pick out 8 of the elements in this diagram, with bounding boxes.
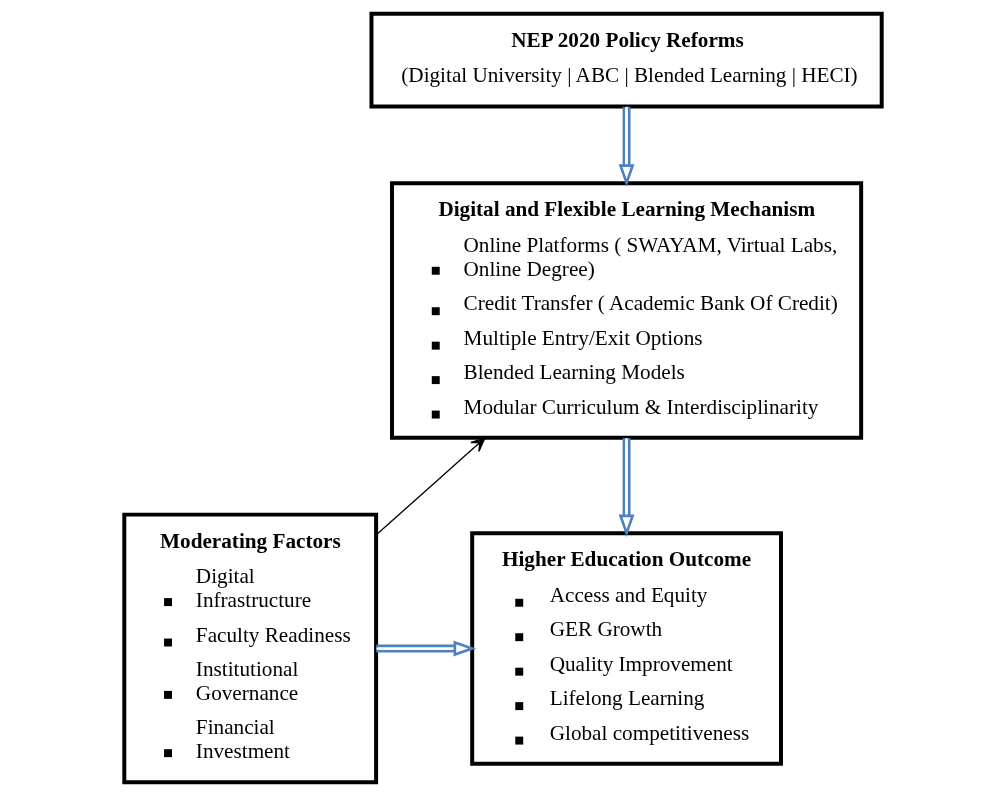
node-box: Higher Education Outcome Access and Equity GER Growth Quality Improvement Lifelong Learning Global competitiveness [469, 531, 783, 766]
node-box: NEP 2020 Policy Reforms (Digital University | ABC | Blended Learning | HECI) [369, 11, 884, 109]
arrow [618, 438, 634, 538]
node-box: Digital and Flexible Learning Mechanism Online Platforms ( SWAYAM, Virtual Labs, Online Degree) Credit Transfer ( Academic Bank Of Credit) Multiple Entry/Exit Options Blended Learning Models Modular Curriculum & Interdisciplinarity [389, 181, 863, 440]
node-box: Moderating Factors Digital Infrastructure Faculty Readiness Institutional Governance Financial Investment [121, 512, 378, 785]
arrow [618, 106, 634, 187]
arrow [375, 640, 476, 657]
arrow [375, 437, 485, 536]
